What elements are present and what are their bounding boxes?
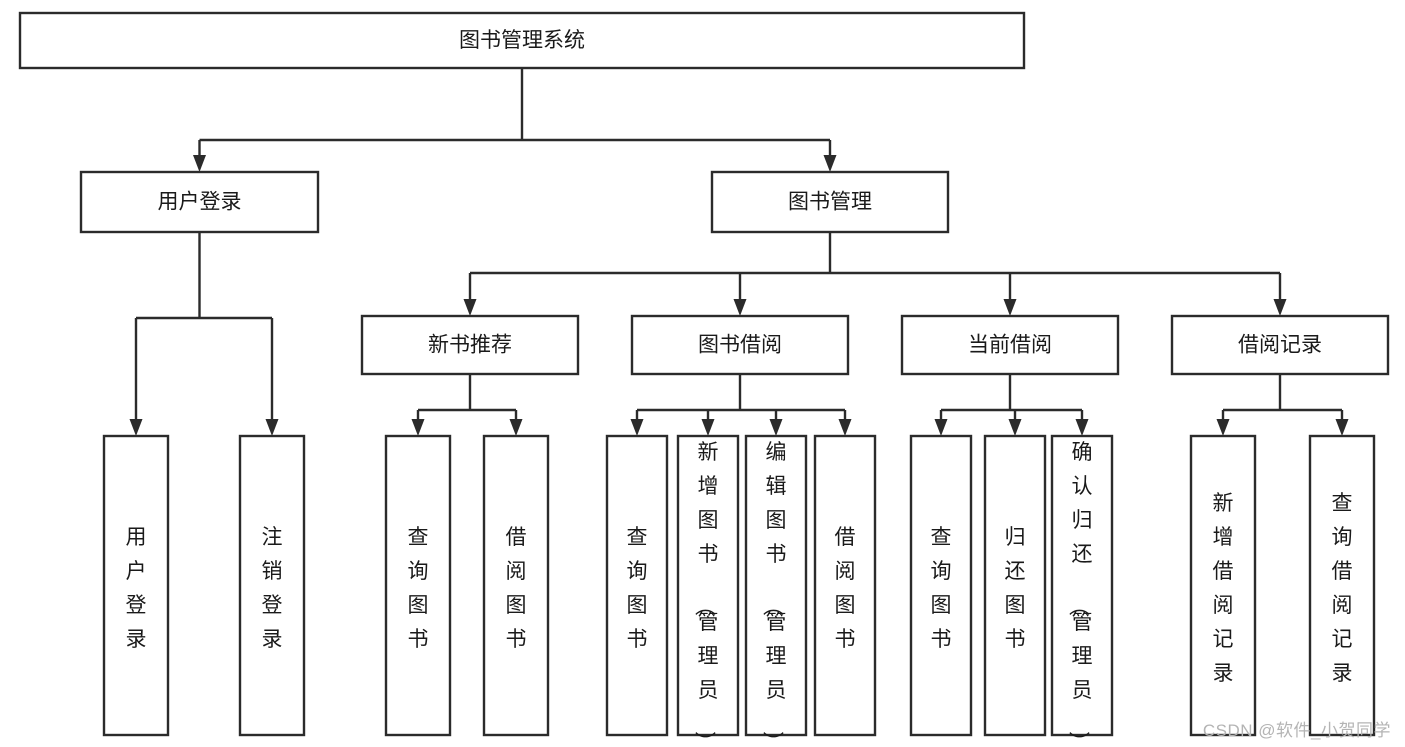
node-box-leaf-borrow-book-1[interactable] <box>482 434 550 737</box>
node-label-leaf-user-login: 用户登录 <box>126 526 147 651</box>
node-label-book-borrow: 图书借阅 <box>698 334 782 357</box>
connector-group-br-bus <box>1216 374 1349 436</box>
connector-group-bm-bus <box>463 232 1287 316</box>
node-label-leaf-edit-book: 编辑图书（管理员） <box>761 441 787 747</box>
connector-arrow-icon <box>463 299 477 316</box>
node-label-leaf-query-book-2: 查询图书 <box>627 526 648 651</box>
node-label-root: 图书管理系统 <box>459 29 585 52</box>
node-box-current-borrow[interactable] <box>900 314 1120 376</box>
node-box-leaf-user-login[interactable] <box>102 434 170 737</box>
node-new-book-recommend[interactable]: 新书推荐 <box>360 314 580 376</box>
node-leaf-logout[interactable]: 注销登录 <box>238 434 306 737</box>
node-box-root[interactable] <box>18 11 1026 70</box>
node-leaf-query-book-1[interactable]: 查询图书 <box>384 434 452 737</box>
node-leaf-query-book-3[interactable]: 查询图书 <box>909 434 973 737</box>
node-root[interactable]: 图书管理系统 <box>18 11 1026 70</box>
node-box-leaf-query-book-3[interactable] <box>909 434 973 737</box>
node-leaf-query-book-2[interactable]: 查询图书 <box>605 434 669 737</box>
node-box-leaf-query-book-2[interactable] <box>605 434 669 737</box>
node-label-leaf-query-book-1: 查询图书 <box>408 526 429 651</box>
node-label-user-login: 用户登录 <box>158 191 242 214</box>
node-leaf-query-record[interactable]: 查询借阅记录 <box>1308 434 1376 737</box>
node-leaf-return-book[interactable]: 归还图书 <box>983 434 1047 737</box>
node-box-leaf-query-record[interactable] <box>1308 434 1376 737</box>
connector-arrow-icon <box>129 419 143 436</box>
node-box-user-login[interactable] <box>79 170 320 234</box>
connector-arrow-icon <box>1273 299 1287 316</box>
connector-arrow-icon <box>733 299 747 316</box>
node-label-leaf-borrow-book-2: 借阅图书 <box>835 526 856 651</box>
node-current-borrow[interactable]: 当前借阅 <box>900 314 1120 376</box>
connector-arrow-icon <box>630 419 644 436</box>
node-leaf-borrow-book-2[interactable]: 借阅图书 <box>813 434 877 737</box>
node-label-leaf-add-record: 新增借阅记录 <box>1213 492 1234 685</box>
node-leaf-add-book[interactable]: 新增图书（管理员） <box>676 434 740 747</box>
connector-group-ul-bus <box>129 232 279 436</box>
connector-arrow-icon <box>411 419 425 436</box>
connector-arrow-icon <box>1008 419 1022 436</box>
node-box-borrow-records[interactable] <box>1170 314 1390 376</box>
node-box-book-management[interactable] <box>710 170 950 234</box>
connector-arrow-icon <box>701 419 715 436</box>
node-book-borrow[interactable]: 图书借阅 <box>630 314 850 376</box>
connector-arrow-icon <box>838 419 852 436</box>
node-leaf-confirm-return[interactable]: 确认归还（管理员） <box>1050 434 1114 747</box>
node-box-leaf-confirm-return[interactable] <box>1050 434 1114 737</box>
node-leaf-borrow-book-1[interactable]: 借阅图书 <box>482 434 550 737</box>
node-label-new-book-recommend: 新书推荐 <box>428 334 512 357</box>
node-label-leaf-add-book: 新增图书（管理员） <box>693 441 719 747</box>
connector-arrow-icon <box>265 419 279 436</box>
node-label-borrow-records: 借阅记录 <box>1238 334 1322 357</box>
node-book-management[interactable]: 图书管理 <box>710 170 950 234</box>
csdn-watermark: CSDN @软件_小贺同学 <box>1202 721 1391 740</box>
node-leaf-add-record[interactable]: 新增借阅记录 <box>1189 434 1257 737</box>
connector-arrow-icon <box>193 155 206 172</box>
connector-group-cb-bus <box>934 374 1089 436</box>
connector-group-root-bus <box>193 68 837 172</box>
node-label-leaf-query-record: 查询借阅记录 <box>1332 492 1353 685</box>
node-label-leaf-return-book: 归还图书 <box>1005 526 1026 651</box>
node-box-leaf-add-record[interactable] <box>1189 434 1257 737</box>
node-label-leaf-query-book-3: 查询图书 <box>931 526 952 651</box>
connector-arrow-icon <box>1003 299 1017 316</box>
connector-arrow-icon <box>934 419 948 436</box>
connector-arrow-icon <box>1075 419 1089 436</box>
node-box-leaf-query-book-1[interactable] <box>384 434 452 737</box>
node-user-login[interactable]: 用户登录 <box>79 170 320 234</box>
connector-arrow-icon <box>1335 419 1349 436</box>
connector-arrow-icon <box>1216 419 1230 436</box>
connector-arrow-icon <box>769 419 783 436</box>
connector-arrow-icon <box>823 155 837 172</box>
node-box-leaf-logout[interactable] <box>238 434 306 737</box>
node-box-book-borrow[interactable] <box>630 314 850 376</box>
connector-group-bb-bus <box>630 374 852 436</box>
node-label-current-borrow: 当前借阅 <box>968 334 1052 357</box>
node-box-leaf-edit-book[interactable] <box>744 434 808 737</box>
connector-group-nbr-bus <box>411 374 523 436</box>
connector-arrow-icon <box>509 419 523 436</box>
node-leaf-user-login[interactable]: 用户登录 <box>102 434 170 737</box>
node-box-leaf-add-book[interactable] <box>676 434 740 737</box>
node-label-book-management: 图书管理 <box>788 191 872 214</box>
node-label-leaf-confirm-return: 确认归还（管理员） <box>1067 441 1093 747</box>
node-box-new-book-recommend[interactable] <box>360 314 580 376</box>
node-leaf-edit-book[interactable]: 编辑图书（管理员） <box>744 434 808 747</box>
node-label-leaf-logout: 注销登录 <box>262 526 283 651</box>
node-label-leaf-borrow-book-1: 借阅图书 <box>506 526 527 651</box>
node-borrow-records[interactable]: 借阅记录 <box>1170 314 1390 376</box>
node-box-leaf-borrow-book-2[interactable] <box>813 434 877 737</box>
node-box-leaf-return-book[interactable] <box>983 434 1047 737</box>
